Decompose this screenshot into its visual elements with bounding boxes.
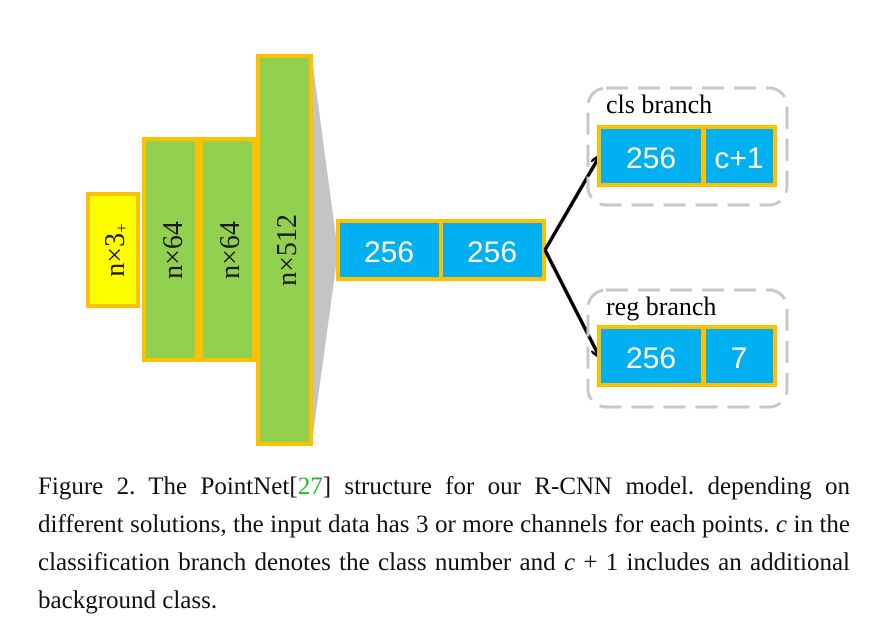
- caption-tail: includes an additional background class.: [38, 549, 850, 614]
- reg-fc-2: [702, 325, 777, 387]
- caption-var-c: c: [775, 511, 788, 538]
- conv-layer-3: [256, 54, 313, 446]
- reg-fc-2-label: 7: [731, 342, 748, 375]
- caption-citation-link[interactable]: 27: [297, 473, 323, 500]
- caption-lead: Figure 2. The PointNet[: [38, 473, 298, 500]
- reg-branch-label: reg branch: [606, 292, 716, 321]
- cls-fc-1: [597, 125, 705, 187]
- arrow-to-cls-branch: [543, 157, 599, 251]
- shared-fc-1-label: 256: [364, 236, 414, 269]
- arrow-to-reg-branch: [543, 249, 599, 356]
- input-label: n×3+: [100, 223, 131, 276]
- shared-fc-2-label: 256: [467, 236, 517, 269]
- input-block: [86, 192, 140, 308]
- conv-layer-2-label: n×64: [215, 221, 246, 279]
- cls-fc-2: [702, 125, 777, 187]
- conv-layer-1: [142, 137, 199, 362]
- caption-plus-one: + 1: [575, 549, 619, 576]
- cls-fc-1-label: 256: [626, 142, 676, 175]
- reg-branch-outline: [586, 288, 789, 409]
- conv-layer-1-label: n×64: [158, 221, 189, 279]
- conv-layer-3-label: n×512: [272, 214, 303, 286]
- cls-fc-2-label: c+1: [714, 142, 763, 175]
- figure-caption: Figure 2. The PointNet[27] structure for…: [38, 468, 850, 620]
- max-pool-funnel: [312, 58, 338, 442]
- caption-mid: in the classification branch denotes the…: [38, 511, 851, 576]
- conv-layer-2: [199, 137, 256, 362]
- cls-branch-label: cls branch: [606, 90, 712, 119]
- cls-branch-outline: [586, 86, 789, 207]
- shared-fc-2: [439, 219, 546, 281]
- reg-fc-1-label: 256: [626, 342, 676, 375]
- caption-var-c-2: c: [563, 549, 576, 576]
- pointnet-diagram: n×3+ n×64 n×64 n×512 256 256 cls branch …: [86, 54, 789, 446]
- caption-after-ref: ] structure for our R-CNN model. dependi…: [38, 473, 850, 538]
